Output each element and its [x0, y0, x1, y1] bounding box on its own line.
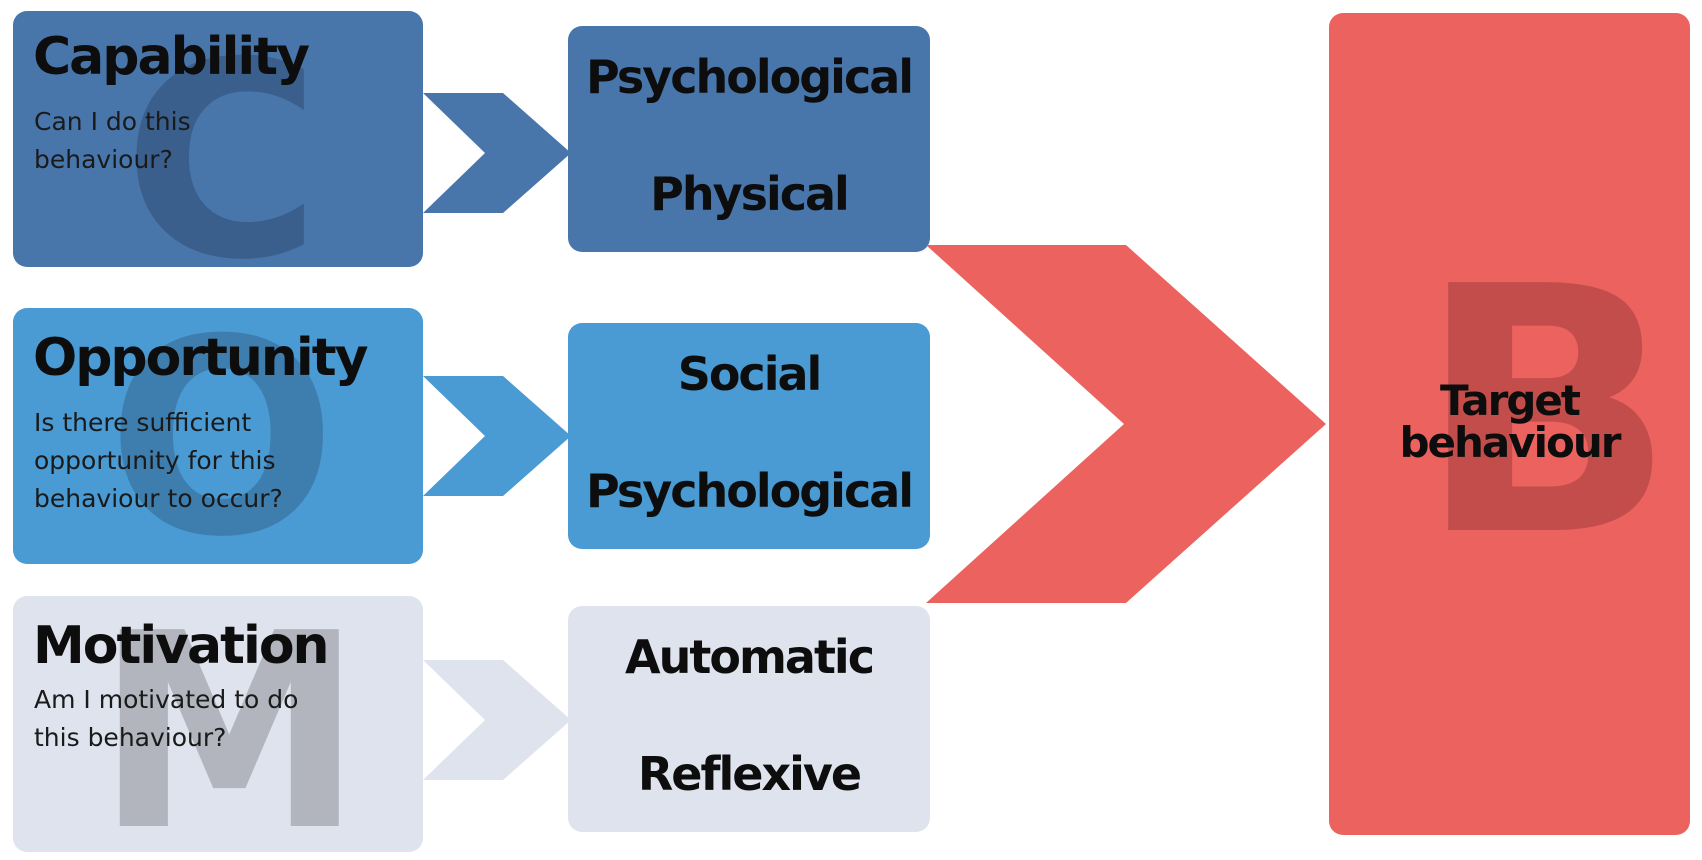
opportunity-component-social: Social: [677, 347, 823, 401]
motivation-component-reflexive: Reflexive: [637, 747, 862, 801]
motivation-component-automatic: Automatic: [625, 630, 875, 684]
opportunity-components-box: Social Psychological: [568, 323, 930, 549]
capability-question: Can I do this behaviour?: [34, 107, 191, 174]
capability-title: Capability: [33, 27, 310, 87]
opportunity-chevron-shape: [423, 376, 571, 496]
opportunity-letter: O: [107, 308, 337, 564]
behaviour-chevron-shape: [926, 245, 1326, 603]
behaviour-chevron-arrow: [926, 245, 1326, 603]
capability-component-psychological: Psychological: [585, 50, 914, 104]
opportunity-title: Opportunity: [33, 328, 368, 388]
target-behaviour-box: B Target behaviour: [1329, 13, 1690, 835]
opportunity-chevron-arrow: [423, 376, 571, 496]
capability-components-box: Psychological Physical: [568, 26, 930, 252]
capability-component-physical: Physical: [650, 167, 850, 221]
motivation-chevron-shape: [423, 660, 571, 780]
capability-chevron-shape: [423, 93, 571, 213]
behaviour-letter: B: [1417, 215, 1677, 611]
target-behaviour-label: Target behaviour: [1399, 376, 1621, 467]
motivation-chevron-arrow: [423, 660, 571, 780]
capability-chevron-arrow: [423, 93, 571, 213]
opportunity-box: O Opportunity Is there sufficient opport…: [13, 308, 423, 564]
capability-letter: C: [123, 11, 322, 268]
capability-box: C Capability Can I do this behaviour?: [13, 11, 423, 267]
motivation-components-box: Automatic Reflexive: [568, 606, 930, 832]
motivation-title: Motivation: [33, 616, 330, 676]
opportunity-question: Is there sufficient opportunity for this…: [34, 408, 283, 513]
opportunity-component-psychological: Psychological: [585, 464, 914, 518]
motivation-question: Am I motivated to do this behaviour?: [34, 685, 299, 752]
motivation-letter: M: [95, 596, 364, 853]
motivation-box: M Motivation Am I motivated to do this b…: [13, 596, 423, 852]
